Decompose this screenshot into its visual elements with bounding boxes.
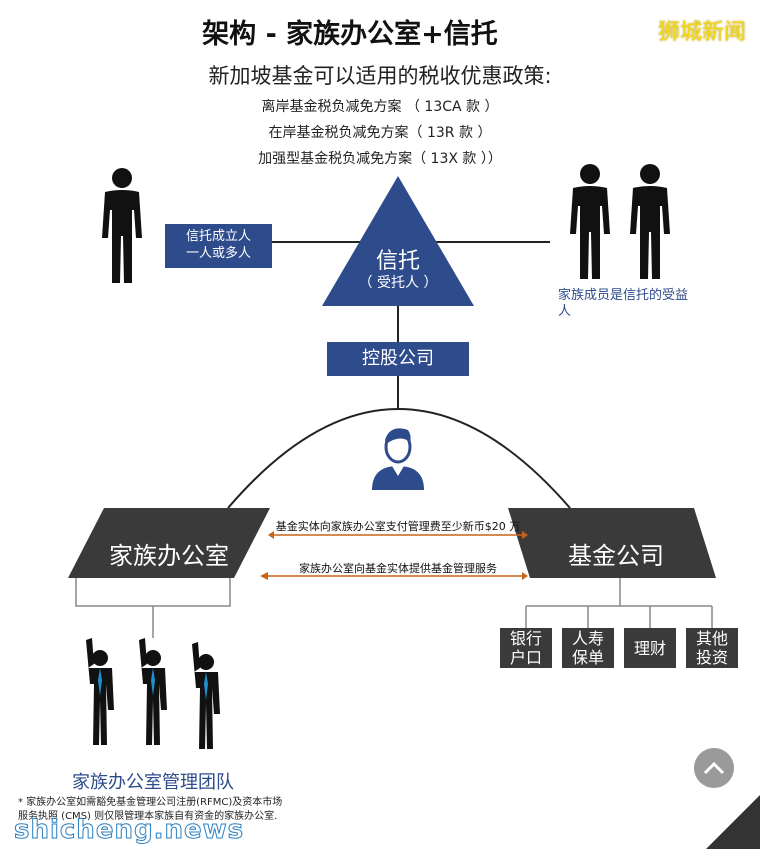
fund-company-label: 基金公司 — [568, 542, 664, 570]
holding-company-box: 控股公司 — [327, 342, 469, 376]
family-office-bracket — [75, 578, 231, 607]
fee-flow-text: 基金实体向家族办公室支付管理费至少新币$20 万 — [275, 520, 521, 533]
service-arrow-head-left — [260, 572, 268, 580]
family-office-shape — [68, 508, 270, 578]
top-watermark: 狮城新闻 — [657, 20, 746, 45]
page-fold-corner — [706, 795, 760, 849]
settlor-line1: 信托成立人 — [185, 229, 251, 244]
trust-sublabel: （ 受托人 ） — [358, 275, 438, 291]
fee-arrow-head-left — [268, 531, 274, 539]
policy-heading: 新加坡基金可以适用的税收优惠政策: — [208, 64, 552, 88]
beneficiary-note: 家族成员是信托的受益人 — [558, 288, 689, 319]
asset-wealth-management: 理财 — [624, 628, 676, 668]
scroll-to-top-button[interactable] — [694, 748, 734, 788]
site-watermark: shicheng.news — [13, 815, 245, 846]
beneficiary-person-icon-2 — [630, 164, 670, 279]
beneficiary-person-icon-1 — [570, 164, 610, 279]
fee-arrow-head-right — [522, 531, 528, 539]
holding-arc — [227, 408, 571, 509]
manager-avatar-icon — [372, 428, 424, 490]
diagram-title: 架构 - 家族办公室+信托 — [202, 19, 498, 50]
service-arrow-head-right — [522, 572, 528, 580]
asset-other-investments: 其他投资 — [686, 628, 738, 668]
asset-bank-account: 银行户口 — [500, 628, 552, 668]
fund-company-shape — [508, 508, 716, 578]
chevron-up-icon — [703, 761, 725, 775]
family-office-label: 家族办公室 — [109, 542, 229, 570]
scheme-13ca: 离岸基金税负减免方案 （ 13CA 款 ） — [261, 99, 499, 115]
trust-triangle — [322, 176, 474, 306]
settlor-line2: 一人或多人 — [185, 246, 251, 261]
trust-label: 信托 — [375, 249, 420, 274]
scheme-13x: 加强型基金税负减免方案（ 13X 款 ）） — [258, 151, 502, 167]
settlor-box: 信托成立人 一人或多人 — [165, 224, 272, 268]
scheme-13r: 在岸基金税负减免方案（ 13R 款 ） — [268, 125, 492, 141]
settlor-person-icon — [102, 168, 142, 283]
team-person-icon-1 — [86, 638, 114, 745]
team-person-icon-2 — [139, 638, 167, 745]
asset-life-insurance: 人寿保单 — [562, 628, 614, 668]
team-person-icon-3 — [192, 642, 220, 749]
footnote: * 家族办公室如需豁免基金管理公司注册(RFMC)及资本市场 服务执照 (CMS… — [18, 797, 283, 822]
team-label: 家族办公室管理团队 — [72, 772, 234, 793]
service-flow-text: 家族办公室向基金实体提供基金管理服务 — [299, 562, 497, 575]
